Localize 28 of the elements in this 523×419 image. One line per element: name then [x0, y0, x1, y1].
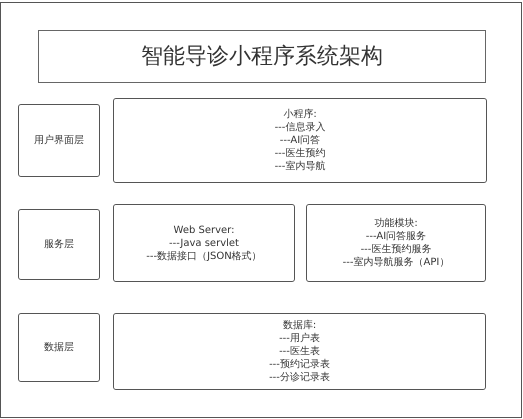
list-item: ---数据接口（JSON格式）	[146, 250, 262, 262]
box-heading: 数据库:	[282, 319, 316, 332]
layer-label: 用户界面层	[34, 134, 84, 147]
component-box	[113, 98, 487, 183]
list-item: ---Java servlet	[169, 236, 239, 250]
layer-label: 数据层	[44, 341, 74, 354]
list-item: ---医生预约服务	[360, 243, 432, 256]
title-text: 智能导诊小程序系统架构	[141, 42, 383, 70]
layer-box	[18, 104, 100, 177]
box-heading: Web Server:	[174, 224, 234, 236]
list-item: ---医生表	[279, 345, 320, 358]
component-box	[306, 204, 486, 282]
list-item: ---用户表	[279, 332, 320, 345]
list-item: ---预约记录表	[269, 358, 330, 371]
list-item: ---分诊记录表	[269, 371, 330, 384]
list-item: ---医生预约	[274, 147, 326, 160]
list-item: ---室内导航	[274, 160, 326, 173]
list-item: ---信息录入	[274, 121, 326, 134]
layer-box	[18, 209, 100, 280]
box-heading: 功能模块:	[374, 217, 418, 230]
list-item: ---AI问答	[280, 134, 320, 147]
component-box	[113, 204, 295, 282]
component-box	[113, 313, 486, 390]
box-heading: 小程序:	[283, 108, 317, 121]
layer-box	[18, 313, 100, 382]
list-item: ---AI问答服务	[366, 230, 426, 243]
list-item: ---室内导航服务（API）	[342, 256, 450, 269]
layer-label: 服务层	[44, 238, 74, 251]
